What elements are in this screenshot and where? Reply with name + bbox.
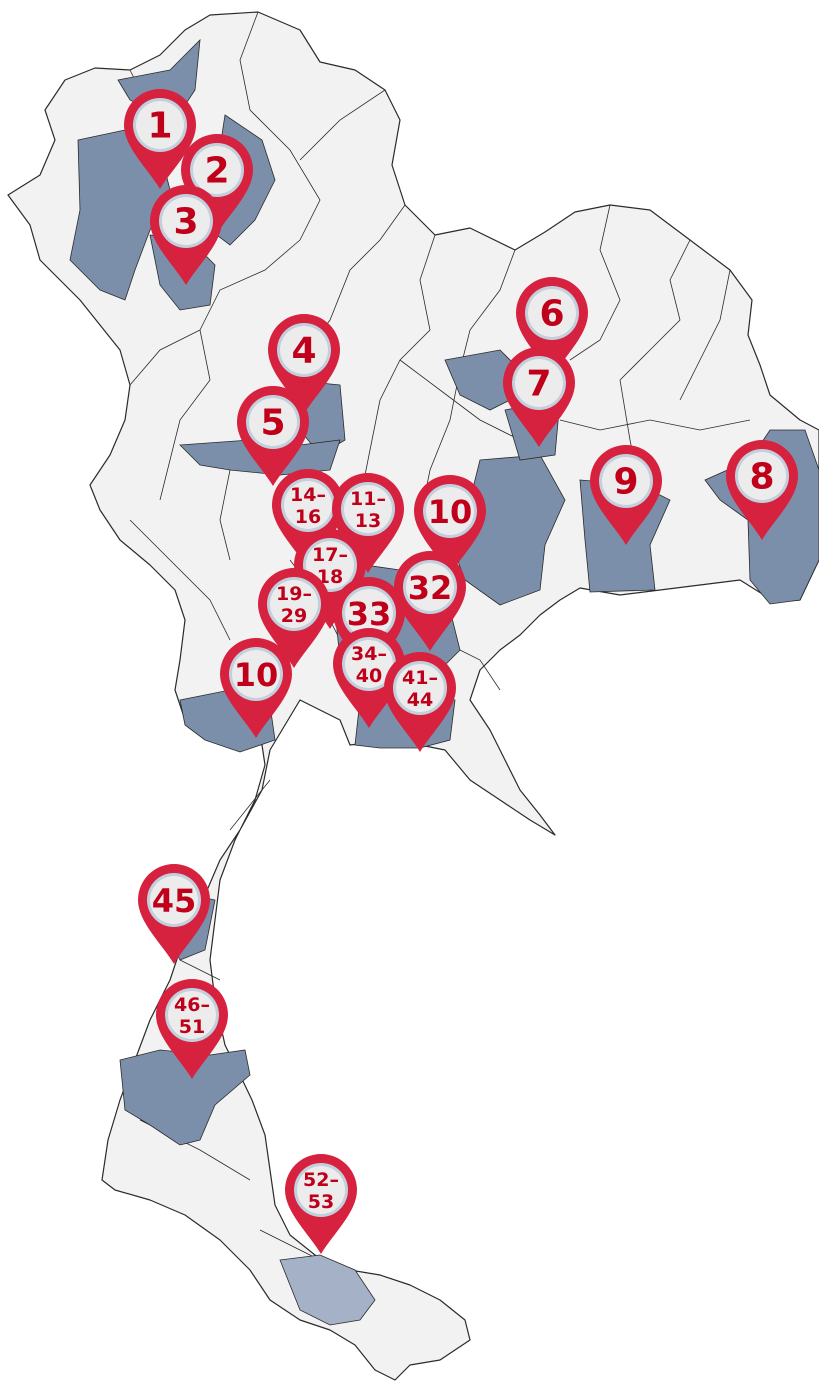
pin-center [249,398,297,446]
pin-label: 19–29 [276,583,312,627]
pin-label: 14–16 [290,484,326,528]
map-pin-m46[interactable]: 46–51 [156,979,228,1079]
map-pin-m9[interactable]: 9 [590,445,662,545]
pin-center [270,580,318,628]
map-pin-m11[interactable]: 11–13 [332,473,404,573]
pin-center [528,289,576,337]
map-pin-m8[interactable]: 8 [726,440,798,540]
map-pin-m10b[interactable]: 10 [220,638,292,738]
pin-label: 3 [173,202,198,243]
pin-label: 32 [408,569,453,607]
map-pin-m6[interactable]: 6 [516,277,588,377]
pin-label: 7 [526,364,551,405]
pin-label: 11–13 [350,488,386,532]
pin-label: 10 [428,493,473,531]
pin-center [515,359,563,407]
map-pin-m10a[interactable]: 10 [414,475,486,575]
map-pin-m41[interactable]: 41–44 [384,652,456,752]
pin-center [345,589,393,637]
pin-label: 52–53 [303,1169,339,1213]
pin-center [396,664,444,712]
map-pin-m33[interactable]: 33 [333,577,405,677]
pin-label: 9 [613,462,638,503]
map-pin-m14[interactable]: 14–16 [271,468,345,569]
map-pin-m32[interactable]: 32 [394,551,466,651]
pin-label: 45 [152,882,197,920]
pin-label: 46–51 [174,994,210,1038]
pin-center [168,991,216,1039]
pin-center [193,146,241,194]
pin-center [297,1166,345,1214]
pin-center [162,197,210,245]
map-pin-m34[interactable]: 34–40 [333,628,405,728]
map-pin-m7[interactable]: 7 [503,347,575,447]
pin-center [284,481,332,529]
map-pin-m19[interactable]: 19–29 [258,568,330,668]
map-pin-m4[interactable]: 4 [268,314,340,414]
pin-center [306,541,354,589]
pin-label: 1 [147,106,172,147]
pin-label: 8 [749,457,774,498]
pin-label: 4 [291,331,316,372]
pin-center [426,487,474,535]
pin-label: 17–18 [312,544,348,588]
pin-label: 2 [204,151,229,192]
pin-center [150,876,198,924]
map-pin-m5[interactable]: 5 [236,385,310,486]
pin-center [280,326,328,374]
pin-center [602,457,650,505]
pin-label: 41–44 [402,667,438,711]
pin-center [232,650,280,698]
map-pin-m52[interactable]: 52–53 [285,1154,357,1254]
map-pin-m1[interactable]: 1 [124,89,196,189]
pin-label: 33 [347,595,392,633]
map-pin-m2[interactable]: 2 [181,134,253,234]
pin-label: 10 [234,656,279,694]
pin-label: 5 [260,403,285,444]
pin-label: 6 [539,294,564,335]
pin-center [345,640,393,688]
pin-center [738,452,786,500]
province-songkhla [279,1254,376,1326]
map-pin-m45[interactable]: 45 [138,864,210,964]
pin-center [136,101,184,149]
map-pin-m3[interactable]: 3 [150,185,222,285]
pin-center [406,563,454,611]
pin-center [344,485,392,533]
pin-label: 34–40 [351,643,387,687]
